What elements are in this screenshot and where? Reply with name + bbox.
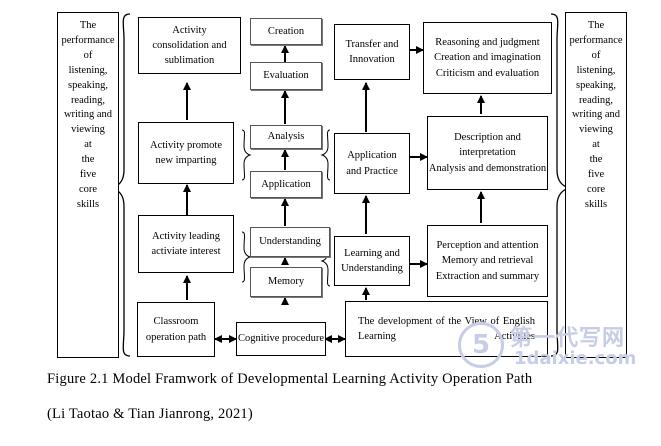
criticism-evaluation-line: Criticism and evaluation — [435, 67, 540, 79]
activity-consolidation-box: Activity consolidation and sublimation — [138, 17, 241, 74]
application-practice-box: Application and Practice — [334, 133, 410, 194]
description-lines: Description and interpretation Analysis … — [429, 130, 546, 176]
perception-line: Perception and attention — [436, 240, 539, 252]
activity-leading-box: Activity leading activiate interest — [138, 215, 234, 273]
description-line: Description and — [454, 132, 521, 144]
evaluation-box: Evaluation — [250, 62, 322, 90]
activity-promote-box: Activity promote new imparting — [138, 122, 234, 184]
figure-citation: (Li Taotao & Tian Jianrong, 2021) — [47, 406, 253, 422]
figure-caption: Figure 2.1 Model Framwork of Development… — [47, 371, 533, 387]
right-column-line: viewing — [579, 124, 613, 136]
right-column-line: skills — [584, 198, 608, 210]
right-column-line: core — [586, 183, 606, 195]
right-column-line: The — [587, 20, 605, 31]
right-column-line: writing and — [571, 109, 621, 121]
view-of-english-box: The development of the View of English L… — [345, 301, 548, 357]
right-column-line: of — [591, 49, 601, 61]
left-column-line: core — [78, 183, 98, 195]
left-column-line: performance — [61, 34, 115, 46]
application-box: Application — [250, 171, 322, 198]
memory-retrieval-line: Memory and retrieval — [441, 255, 534, 267]
view-of-english-label: The development of the View of English L… — [358, 315, 535, 342]
right-performance-column: The performance of listening, speaking, readi… — [565, 12, 627, 358]
understanding-label: Understanding — [259, 236, 321, 248]
creation-label: Creation — [267, 25, 305, 37]
left-column-line: listening, — [68, 64, 108, 76]
creation-imagination-line: Creation and imagination — [434, 52, 541, 64]
learning-understanding-label: Learning and Understanding — [341, 247, 403, 274]
right-column-line: reading, — [578, 94, 614, 106]
perception-box: Perception and attention Memory and retr… — [427, 225, 548, 297]
creation-box: Creation — [250, 18, 322, 45]
transfer-innovation-label: Transfer and Innovation — [345, 38, 399, 65]
extraction-summary-line: Extraction and summary — [435, 270, 540, 282]
right-column-line: five — [587, 169, 605, 181]
left-column-line: speaking, — [68, 79, 108, 91]
activity-consolidation-label: Activity consolidation and sublimation — [152, 24, 227, 67]
interpretation-line: interpretation — [459, 147, 516, 159]
left-column-line: the — [81, 154, 95, 166]
left-column-line: viewing — [71, 124, 105, 136]
right-column-line: at — [592, 139, 600, 151]
reasoning-box: Reasoning and judgment Creation and imag… — [423, 22, 552, 94]
learning-understanding-box: Learning and Understanding — [334, 236, 410, 286]
classroom-path-box: Classroom operation path — [137, 302, 215, 357]
activity-leading-label: Activity leading activiate interest — [151, 230, 221, 257]
evaluation-label: Evaluation — [263, 70, 309, 82]
left-column-line: five — [79, 169, 97, 181]
right-column-line: speaking, — [576, 79, 616, 91]
right-column-line: performance — [569, 34, 623, 46]
application-practice-label: Application and Practice — [346, 150, 398, 177]
cognitive-procedure-label: Cognitive procedure — [237, 333, 324, 345]
cognitive-procedure-box: Cognitive procedure — [236, 322, 326, 356]
memory-box: Memory — [250, 267, 322, 297]
left-column-line: skills — [76, 198, 100, 210]
analysis-demonstration-line: Analysis and demonstration — [428, 162, 547, 174]
understanding-box: Understanding — [250, 227, 330, 257]
application-label: Application — [261, 178, 311, 190]
left-column-line: writing and — [63, 109, 113, 121]
left-column-line: reading, — [70, 94, 106, 106]
activity-promote-label: Activity promote new imparting — [149, 139, 223, 166]
transfer-innovation-box: Transfer and Innovation — [334, 24, 410, 80]
reasoning-line: Reasoning and judgment — [435, 37, 540, 49]
analysis-label: Analysis — [267, 131, 305, 143]
analysis-box: Analysis — [250, 125, 322, 149]
description-box: Description and interpretation Analysis … — [427, 116, 548, 190]
memory-label: Memory — [267, 276, 305, 288]
reasoning-lines: Reasoning and judgment Creation and imag… — [434, 35, 541, 81]
left-column-line: The — [79, 20, 97, 31]
right-column-line: the — [589, 154, 603, 166]
classroom-path-label: Classroom operation path — [145, 316, 207, 343]
left-column-line: at — [84, 139, 92, 151]
right-column-line: listening, — [576, 64, 616, 76]
left-performance-column: The performance of listening, speaking, readi… — [57, 12, 119, 358]
left-column-line: of — [83, 49, 93, 61]
perception-lines: Perception and attention Memory and retr… — [436, 238, 539, 284]
